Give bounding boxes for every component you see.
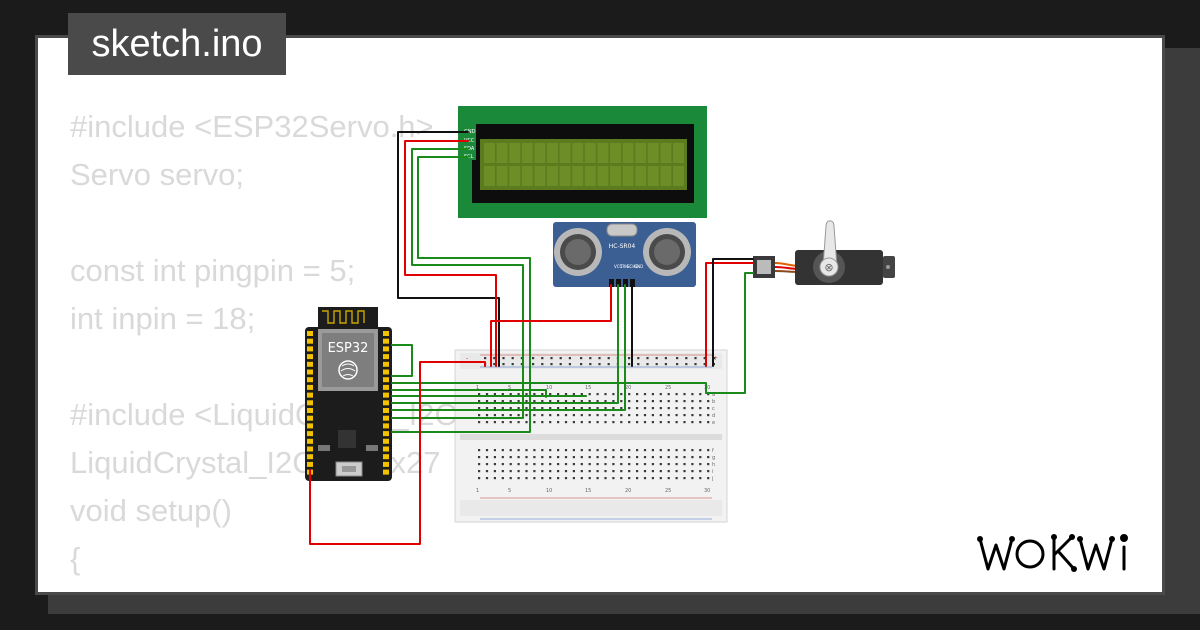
ultrasonic-pin-label: ECHO	[627, 264, 638, 269]
column-number: 15	[585, 385, 591, 391]
breadboard-holes	[478, 393, 710, 480]
column-number: 5	[508, 385, 511, 391]
row-letter: e	[712, 420, 715, 426]
column-number: 10	[546, 488, 552, 494]
code-line: int inpin = 18;	[70, 301, 256, 336]
code-line: #include <ESP32Servo.h>	[70, 109, 434, 144]
column-number: 25	[665, 385, 671, 391]
row-letter: j	[711, 476, 713, 482]
column-number: 1	[476, 488, 479, 494]
breadboard: - + 1 5 10 15 20 25 30 1 5 10 15 20 25 3…	[454, 349, 728, 523]
ultrasonic-label: HC-SR04	[609, 243, 636, 250]
sketch-filename-tag: sketch.ino	[68, 13, 286, 75]
code-line: const int pingpin = 5;	[70, 253, 356, 288]
row-letter: a	[712, 392, 715, 398]
column-number: 30	[704, 385, 710, 391]
column-number: 20	[625, 385, 631, 391]
column-number: 5	[508, 488, 511, 494]
column-number: 25	[665, 488, 671, 494]
column-number: 10	[546, 385, 552, 391]
code-line: Servo servo;	[70, 157, 245, 192]
row-letter: g	[712, 455, 715, 461]
ultrasonic-pin-label: VCC	[614, 264, 623, 269]
svg-text:-: -	[466, 355, 468, 362]
ultrasonic-sensor: HC-SR04 VCC TRIG ECHO GND	[553, 222, 696, 287]
lcd-pin-label: GND	[464, 129, 476, 135]
lcd-display: GND VCC SDA SCL	[458, 106, 707, 218]
code-preview: #include <ESP32Servo.h> Servo servo; con…	[70, 103, 501, 592]
code-line: Serial.begin(9600);	[70, 583, 501, 592]
row-letter: f	[712, 448, 714, 454]
wokwi-logo	[977, 534, 1128, 572]
row-letter: i	[712, 469, 713, 475]
svg-text:+: +	[713, 355, 718, 362]
lcd-character-cells	[484, 143, 684, 186]
code-line: {	[70, 541, 81, 576]
esp32-board: ESP32	[305, 307, 392, 481]
lcd-pin-label: VCC	[464, 138, 475, 144]
wires	[309, 131, 754, 545]
column-number: 30	[704, 488, 710, 494]
row-letter: h	[712, 462, 715, 468]
row-letter: c	[712, 406, 715, 412]
servo-screw-icon: ⊗	[824, 261, 833, 274]
column-number: 20	[625, 488, 631, 494]
esp32-label: ESP32	[328, 341, 369, 356]
column-number: 15	[585, 488, 591, 494]
row-letter: b	[712, 399, 715, 405]
row-letter: d	[712, 413, 715, 419]
lcd-pin-label: SDA	[464, 146, 475, 152]
ultrasonic-pin-label: GND	[634, 264, 643, 269]
column-number: 1	[476, 385, 479, 391]
servo-motor: ⊗	[753, 220, 895, 285]
ultrasonic-pin-label: TRIG	[619, 264, 630, 269]
code-line: void setup()	[70, 493, 232, 528]
